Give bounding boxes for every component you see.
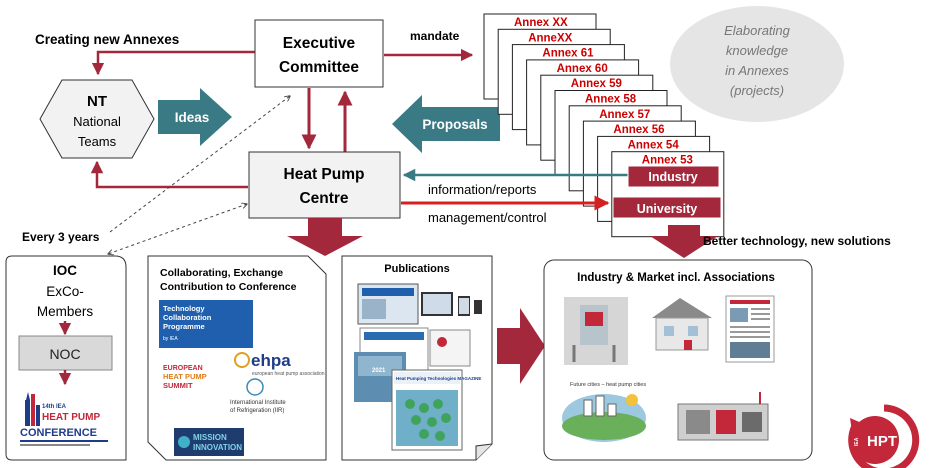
svg-text:2021: 2021 [372,368,386,374]
elaborating-line3: in Annexes [725,63,789,78]
market-caption: Future cities – heat pump cities [570,382,646,388]
magazine-title: Heat Pumping Technologies MAGAZINE [396,376,481,381]
tcp-line2: Collaboration [163,313,212,322]
executive-committee-line1: Executive [283,35,356,52]
annex-label: Annex 59 [571,78,622,90]
ehpa-text: ehpa [251,351,291,370]
executive-committee-box[interactable]: Executive Committee [254,19,384,88]
tcp-line3: Programme [163,322,205,331]
hpt-logo-text: HPT [867,433,897,450]
hpc-ioc-dashed-arrow [108,204,247,254]
annex-label: Annex 57 [599,109,650,121]
proposals-arrow: Proposals [392,95,500,153]
mission-line2: INNOVATION [193,443,242,452]
noc-box [18,335,113,371]
ioc-line1: ExCo- [46,284,84,299]
proposals-label: Proposals [422,117,487,132]
iir-line1: International Institute [230,400,286,406]
creating-new-annexes-label: Creating new Annexes [35,32,179,47]
hpc-line2: Centre [299,190,348,207]
mission-line1: MISSION [193,433,227,442]
noc-label: NOC [49,346,80,362]
university-label: University [637,202,697,216]
information-reports-label: information/reports [428,182,537,197]
heat-pump-conference-logo: 14th IEA HEAT PUMP CONFERENCE [15,388,115,452]
annex-label: Annex 53 [642,155,693,167]
hpt-logo: HPT IEA [848,404,920,468]
conf-line3: CONFERENCE [20,427,97,439]
collaborating-box[interactable]: Collaborating, Exchange Contribution to … [147,255,327,461]
article-page-image [725,295,775,363]
elaborating-line4: (projects) [730,83,784,98]
industry-market-box[interactable]: Industry & Market incl. Associations [543,259,813,461]
ehpa-sub: european heat pump association [252,371,325,377]
european-heat-pump-summit-logo: EUROPEAN HEAT PUMP SUMMIT [163,365,207,390]
hpc-to-nt-arrow [90,160,248,189]
elaborating-line1: Elaborating [724,23,791,38]
elaborating-line2: knowledge [726,43,788,58]
ioc-title: IOC [53,263,77,278]
tcp-logo: Technology Collaboration Programme by IE… [159,300,253,348]
annex-label: Annex 61 [542,48,594,60]
better-technology-label: Better technology, new solutions [703,234,891,248]
hpt-magazine-cover: Heat Pumping Technologies MAGAZINE [391,369,481,451]
iir-logo: International Institute of Refrigeration… [230,378,286,414]
hpt-logo-side: IEA [854,437,860,446]
iir-line2: of Refrigeration (IIR) [230,408,284,414]
mandate-label: mandate [410,29,460,43]
university-box[interactable]: University [612,196,722,219]
annex-label: Annex 60 [557,63,608,75]
executive-committee-line2: Committee [279,59,359,76]
exco-to-nt-arrow [91,50,255,76]
tcp-line1: Technology [163,304,205,313]
summit-line3: SUMMIT [163,381,193,390]
hpc-line1: Heat Pump [284,166,365,183]
annex-label: Annex XX [514,17,568,29]
national-teams-hexagon[interactable]: NT National Teams [39,79,155,159]
industry-label: Industry [648,170,697,184]
annex-label: Annex 54 [628,139,680,151]
industry-box[interactable]: Industry [627,165,720,188]
heat-pump-machine-cutaway [677,392,769,441]
annex-stack: Annex XX AnneXX Annex 61 Annex 60 Annex 59 An… [483,13,725,238]
summit-line1: EUROPEAN [163,365,203,372]
nt-title: NT [87,93,107,110]
ideas-label: Ideas [175,110,210,125]
ideas-arrow: Ideas [158,88,232,146]
heat-pump-unit-photo [564,297,628,365]
publications-box[interactable]: Publications 2021 Heat Pumping Technolog… [341,255,493,461]
ioc-line2: Members [37,304,94,319]
summit-line2: HEAT PUMP [163,372,207,381]
mission-innovation-logo: MISSION INNOVATION [174,428,244,456]
annex-page[interactable]: Annex 53 [611,151,725,238]
conf-line2: HEAT PUMP [42,412,100,423]
ehpa-logo: ehpa european heat pump association [234,351,325,377]
every-3-years-label: Every 3 years [22,230,100,244]
nt-line2: Teams [78,134,117,149]
publications-title: Publications [384,263,449,275]
ioc-box[interactable]: IOC ExCo- Members NOC 14th IEA HEAT PUMP… [5,255,127,461]
publications-to-market-arrow [497,308,545,384]
conf-line1: 14th IEA [42,404,67,410]
market-title: Industry & Market incl. Associations [577,272,775,284]
annex-label: Annex 58 [585,94,637,106]
management-control-label: management/control [428,210,547,225]
tcp-line4: by IEA [163,336,178,342]
collab-title-line1: Collaborating, Exchange [160,267,283,279]
heat-pump-centre-box[interactable]: Heat Pump Centre [248,151,401,219]
annex-label: Annex 56 [613,124,664,136]
nt-line1: National [73,114,121,129]
heat-pump-city-illustration: Future cities – heat pump cities [562,382,646,442]
hpc-output-arrow [287,218,363,256]
annex-label: AnneXX [528,32,572,44]
better-technology-arrow [650,225,718,258]
collab-title-line2: Contribution to Conference [160,281,297,293]
house-cutaway-photo [652,298,712,351]
elaborating-ellipse: Elaborating knowledge in Annexes (projec… [670,6,844,122]
